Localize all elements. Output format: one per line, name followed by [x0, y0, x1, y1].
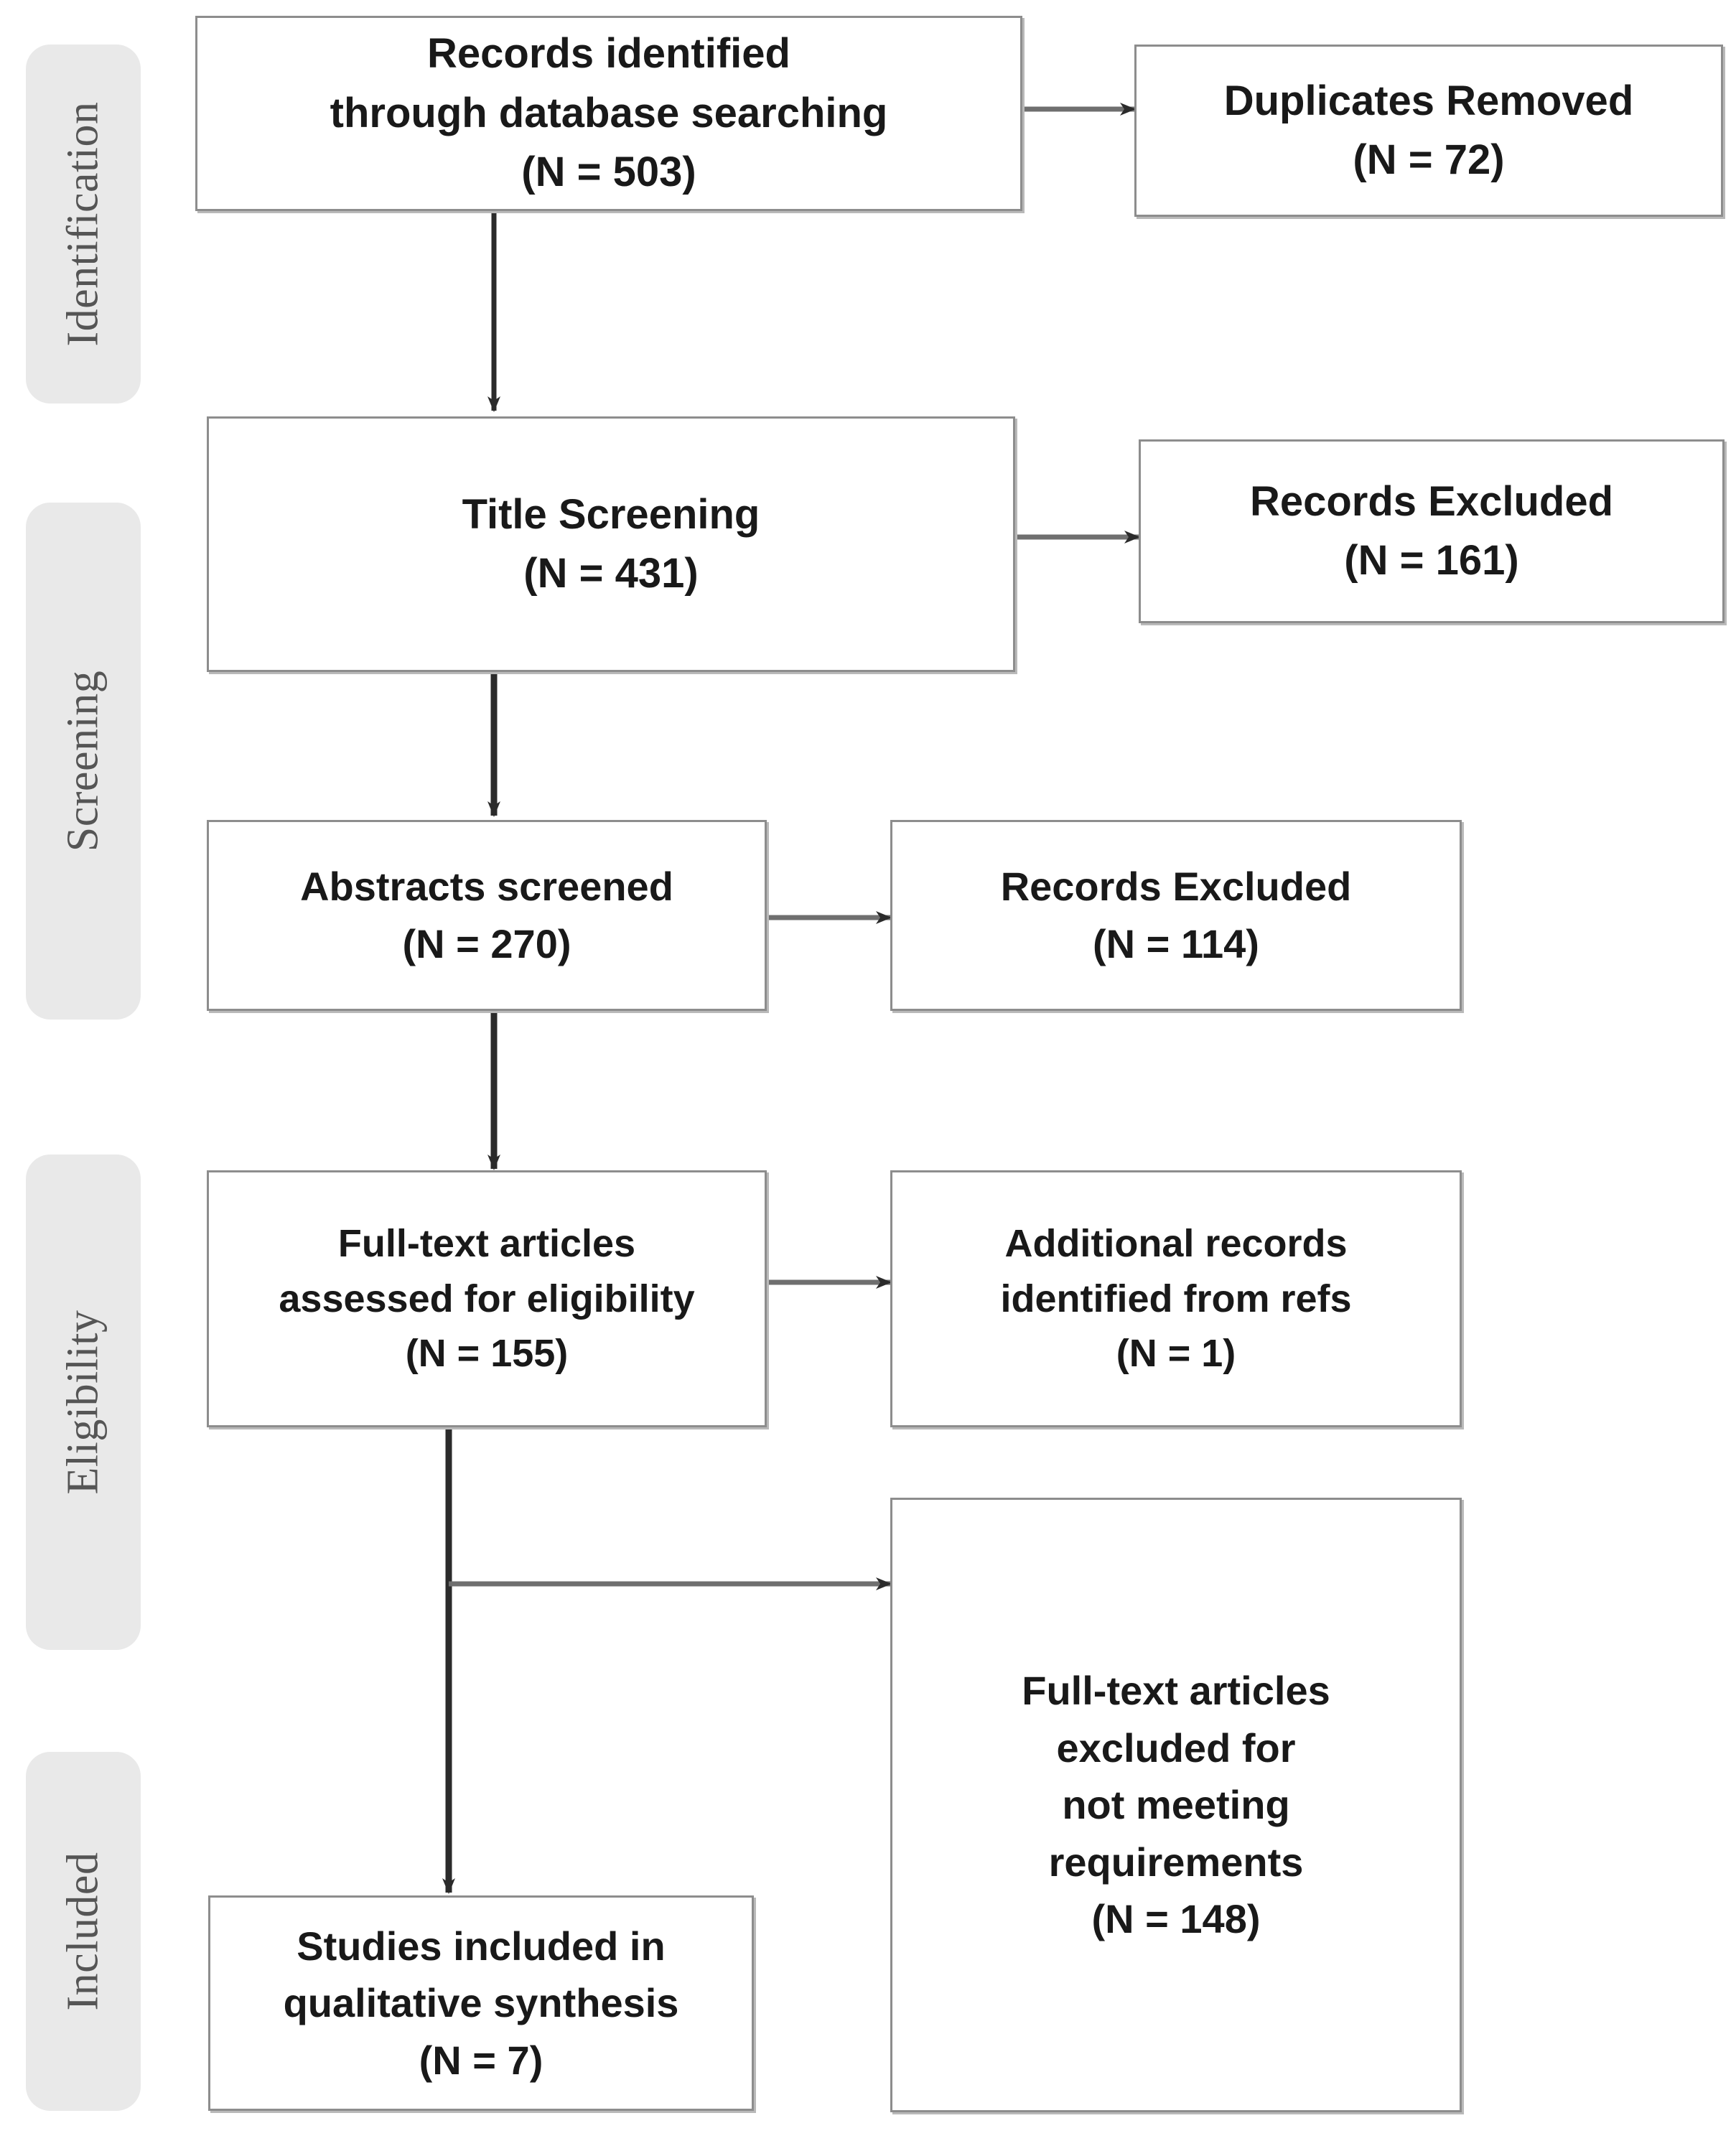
flow-box-records-excluded-title-text: Records Excluded (N = 161) [1249, 477, 1614, 584]
flow-box-full-text-excluded-text: Full-text articles excluded for not meet… [1022, 1668, 1330, 1942]
stage-label-screening: Screening [58, 670, 108, 852]
flow-box-additional-records[interactable]: Additional records identified from refs … [890, 1170, 1462, 1427]
flow-box-full-text-assessed[interactable]: Full-text articles assessed for eligibil… [207, 1170, 767, 1427]
stage-label-included: Included [58, 1852, 108, 2011]
flow-box-abstracts-screened[interactable]: Abstracts screened (N = 270) [207, 820, 767, 1011]
flow-box-records-excluded-title[interactable]: Records Excluded (N = 161) [1139, 439, 1725, 623]
flow-box-duplicates-removed-text: Duplicates Removed (N = 72) [1223, 77, 1634, 183]
stage-label-identification: Identification [58, 101, 108, 347]
stage-pill-eligibility: Eligibility [26, 1155, 141, 1650]
flow-box-studies-included[interactable]: Studies included in qualitative synthesi… [208, 1895, 754, 2111]
flow-box-records-excluded-abstract[interactable]: Records Excluded (N = 114) [890, 820, 1462, 1011]
flow-box-title-screening[interactable]: Title Screening (N = 431) [207, 416, 1015, 672]
flow-box-additional-records-text: Additional records identified from refs … [1000, 1221, 1352, 1376]
flow-box-records-identified[interactable]: Records identified through database sear… [195, 16, 1022, 211]
flow-box-records-identified-text: Records identified through database sear… [330, 30, 888, 196]
flow-box-records-excluded-abstract-text: Records Excluded (N = 114) [1000, 864, 1352, 966]
flow-box-duplicates-removed[interactable]: Duplicates Removed (N = 72) [1134, 45, 1723, 217]
stage-pill-included: Included [26, 1752, 141, 2111]
flow-box-abstracts-screened-text: Abstracts screened (N = 270) [300, 864, 673, 966]
flow-box-full-text-excluded[interactable]: Full-text articles excluded for not meet… [890, 1498, 1462, 2112]
stage-pill-screening: Screening [26, 503, 141, 1020]
flow-box-studies-included-text: Studies included in qualitative synthesi… [283, 1923, 679, 2083]
flow-box-full-text-assessed-text: Full-text articles assessed for eligibil… [279, 1221, 695, 1376]
stage-label-eligibility: Eligibility [58, 1310, 108, 1495]
flow-box-title-screening-text: Title Screening (N = 431) [462, 490, 760, 597]
stage-pill-identification: Identification [26, 45, 141, 404]
